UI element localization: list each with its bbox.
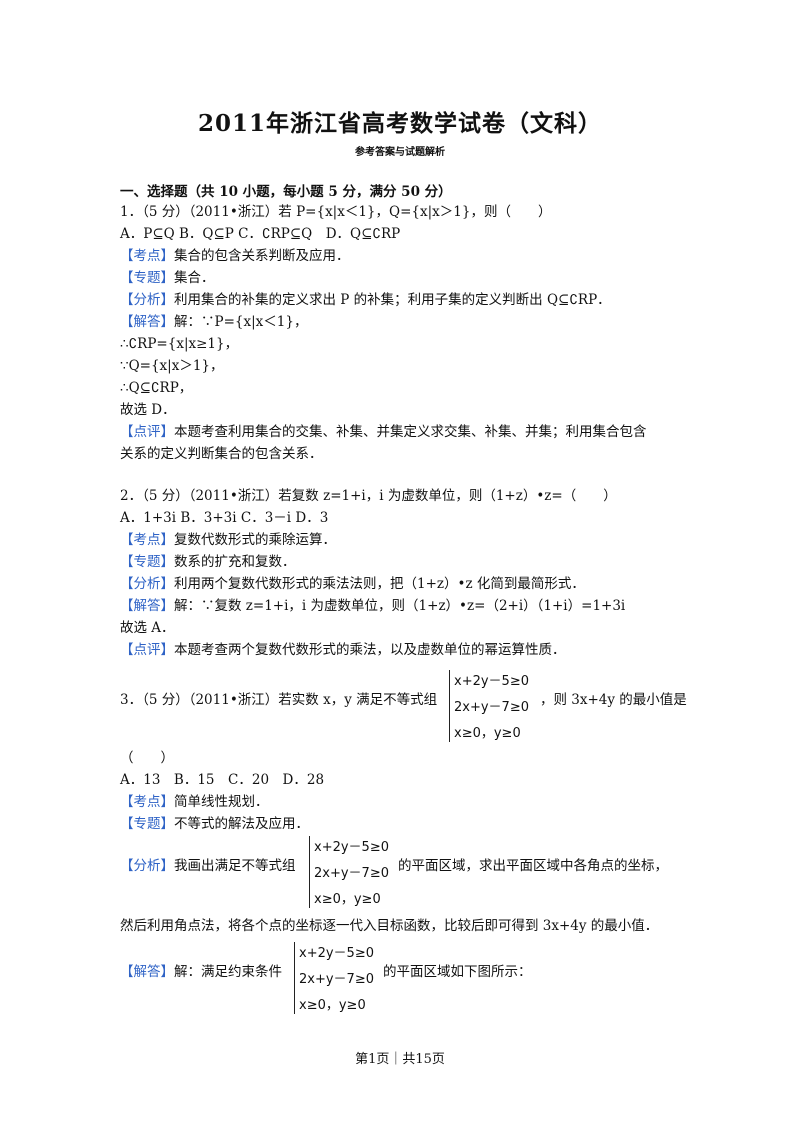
q3-fenxi-brace: [309, 836, 310, 908]
q1-step3: ∵Q={x|x＞1}，: [120, 358, 224, 374]
q2-fenxi-text: 利用两个复数代数形式的乘法法则，把（1+z）•z 化简到最简形式．: [174, 576, 585, 592]
q1-dianping-text: 本题考查利用集合的交集、补集、并集定义求交集、补集、并集；利用集合包含: [174, 424, 647, 440]
q3-jieda-brace: [294, 942, 295, 1014]
q3-fenxi: 【分析】我画出满足不等式组: [120, 856, 296, 876]
q3-jieda-row2: 2x+y－7≥0: [299, 972, 374, 987]
q2-zhuanti: 【专题】数系的扩充和复数．: [120, 552, 296, 572]
q2-stem: 2．（5 分）（2011•浙江）若复数 z=1+i，i 为虚数单位，则（1+z）…: [120, 488, 617, 504]
q2-kaodian: 【考点】复数代数形式的乘除运算．: [120, 530, 336, 550]
q1-stem: 1．（5 分）（2011•浙江）若 P={x|x＜1}，Q={x|x＞1}，则（…: [120, 204, 552, 220]
q3-fenxi-row3: x≥0，y≥0: [314, 892, 381, 907]
q1-kaodian-text: 集合的包含关系判断及应用．: [174, 248, 350, 264]
page-title: 2011年浙江省高考数学试卷（文科）: [197, 110, 602, 137]
q1-jieda-text: 解：∵P={x|x＜1}，: [174, 314, 308, 330]
q2-dianping: 【点评】本题考查两个复数代数形式的乘法，以及虚数单位的幂运算性质．: [120, 640, 566, 660]
q2-options: A．1+3i B．3+3i C．3－i D．3: [120, 510, 329, 526]
tag-dianping: 【点评】: [120, 642, 174, 658]
q3-fenxi-row1: x+2y－5≥0: [314, 840, 389, 855]
tag-kaodian: 【考点】: [120, 794, 174, 810]
page-subtitle: 参考答案与试题解析: [355, 147, 445, 158]
q3-zhuanti: 【专题】不等式的解法及应用．: [120, 814, 309, 834]
q3-system-row1: x+2y－5≥0: [454, 674, 529, 689]
q3-system-row2: 2x+y－7≥0: [454, 700, 529, 715]
q1-zhuanti-text: 集合．: [174, 270, 215, 286]
q1-step2: ∴∁RP={x|x≥1}，: [120, 336, 239, 352]
q1-fenxi-text: 利用集合的补集的定义求出 P 的补集；利用子集的定义判断出 Q⊆∁RP．: [174, 292, 611, 308]
q3-paren: （ ）: [120, 750, 174, 766]
tag-jieda: 【解答】: [120, 964, 174, 980]
q1-dianping: 【点评】本题考查利用集合的交集、补集、并集定义求交集、补集、并集；利用集合包含: [120, 422, 647, 442]
q3-fenxi-line2: 然后利用角点法，将各个点的坐标逐一代入目标函数，比较后即可得到 3x+4y 的最…: [120, 918, 659, 934]
tag-zhuanti: 【专题】: [120, 270, 174, 286]
q1-options: A．P⊆Q B．Q⊆P C．∁RP⊆Q D．Q⊆∁RP: [120, 226, 401, 242]
q2-zhuanti-text: 数系的扩充和复数．: [174, 554, 296, 570]
q2-jieda-text: 解：∵复数 z=1+i，i 为虚数单位，则（1+z）•z=（2+i）（1+i）=…: [174, 598, 626, 614]
tag-jieda: 【解答】: [120, 314, 174, 330]
q3-stem-post: ，则 3x+4y 的最小值是: [540, 692, 687, 708]
q3-jieda-row1: x+2y－5≥0: [299, 946, 374, 961]
section-heading: 一、选择题（共 10 小题，每小题 5 分，满分 50 分）: [120, 184, 452, 200]
q1-step4: ∴Q⊆∁RP，: [120, 380, 193, 396]
q2-dianping-text: 本题考查两个复数代数形式的乘法，以及虚数单位的幂运算性质．: [174, 642, 566, 658]
q3-fenxi-pre: 我画出满足不等式组: [174, 858, 296, 874]
page-footer: 第1页｜共15页: [355, 1052, 445, 1067]
q3-fenxi-row2: 2x+y－7≥0: [314, 866, 389, 881]
q2-fenxi: 【分析】利用两个复数代数形式的乘法法则，把（1+z）•z 化简到最简形式．: [120, 574, 585, 594]
q3-system-row3: x≥0，y≥0: [454, 726, 521, 741]
tag-fenxi: 【分析】: [120, 292, 174, 308]
q1-dianping-cont: 关系的定义判断集合的包含关系．: [120, 446, 323, 462]
q1-zhuanti: 【专题】集合．: [120, 268, 215, 288]
tag-kaodian: 【考点】: [120, 532, 174, 548]
q1-choose: 故选 D．: [120, 402, 176, 418]
q3-jieda-post: 的平面区域如下图所示：: [383, 964, 532, 980]
q3-jieda: 【解答】解：满足约束条件: [120, 962, 282, 982]
tag-jieda: 【解答】: [120, 598, 174, 614]
q2-jieda: 【解答】解：∵复数 z=1+i，i 为虚数单位，则（1+z）•z=（2+i）（1…: [120, 596, 625, 616]
q2-kaodian-text: 复数代数形式的乘除运算．: [174, 532, 336, 548]
q1-kaodian: 【考点】集合的包含关系判断及应用．: [120, 246, 350, 266]
q3-zhuanti-text: 不等式的解法及应用．: [174, 816, 309, 832]
tag-zhuanti: 【专题】: [120, 554, 174, 570]
tag-kaodian: 【考点】: [120, 248, 174, 264]
q3-kaodian-text: 简单线性规划．: [174, 794, 269, 810]
q3-system-brace: [449, 670, 450, 742]
q3-jieda-row3: x≥0，y≥0: [299, 998, 366, 1013]
q2-choose: 故选 A．: [120, 620, 175, 636]
tag-fenxi: 【分析】: [120, 576, 174, 592]
tag-zhuanti: 【专题】: [120, 816, 174, 832]
q3-kaodian: 【考点】简单线性规划．: [120, 792, 269, 812]
q3-stem-pre: 3．（5 分）（2011•浙江）若实数 x，y 满足不等式组: [120, 692, 438, 708]
q3-fenxi-post: 的平面区域，求出平面区域中各角点的坐标，: [398, 858, 668, 874]
q3-options: A．13 B．15 C．20 D．28: [120, 772, 325, 788]
tag-fenxi: 【分析】: [120, 858, 174, 874]
q1-jieda: 【解答】解：∵P={x|x＜1}，: [120, 312, 307, 332]
tag-dianping: 【点评】: [120, 424, 174, 440]
q3-jieda-pre: 解：满足约束条件: [174, 964, 282, 980]
q1-fenxi: 【分析】利用集合的补集的定义求出 P 的补集；利用子集的定义判断出 Q⊆∁RP．: [120, 290, 611, 310]
